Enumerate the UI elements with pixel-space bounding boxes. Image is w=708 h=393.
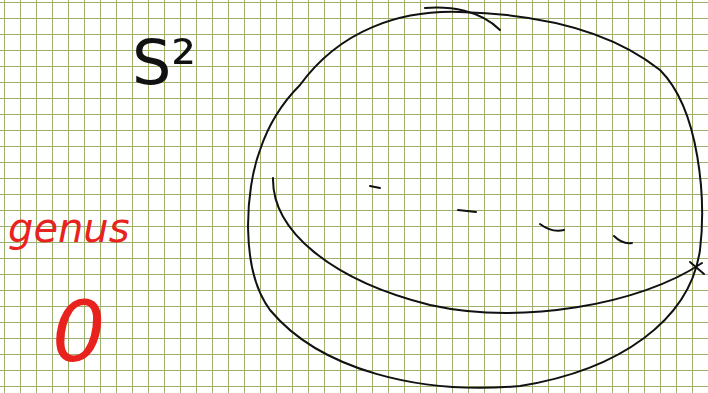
property-value: 0: [52, 290, 105, 374]
equator-front: [273, 178, 702, 313]
equator-back-dash: [370, 186, 380, 188]
property-name: genus: [8, 208, 130, 248]
equator-end-tick: [690, 262, 704, 274]
sphere-outline: [248, 12, 702, 388]
equator-back-dash: [458, 210, 476, 212]
equator-back-dash: [540, 224, 564, 231]
pole-mark: [425, 8, 500, 30]
surface-name: S²: [132, 32, 196, 94]
equator-back-dash: [614, 236, 632, 243]
